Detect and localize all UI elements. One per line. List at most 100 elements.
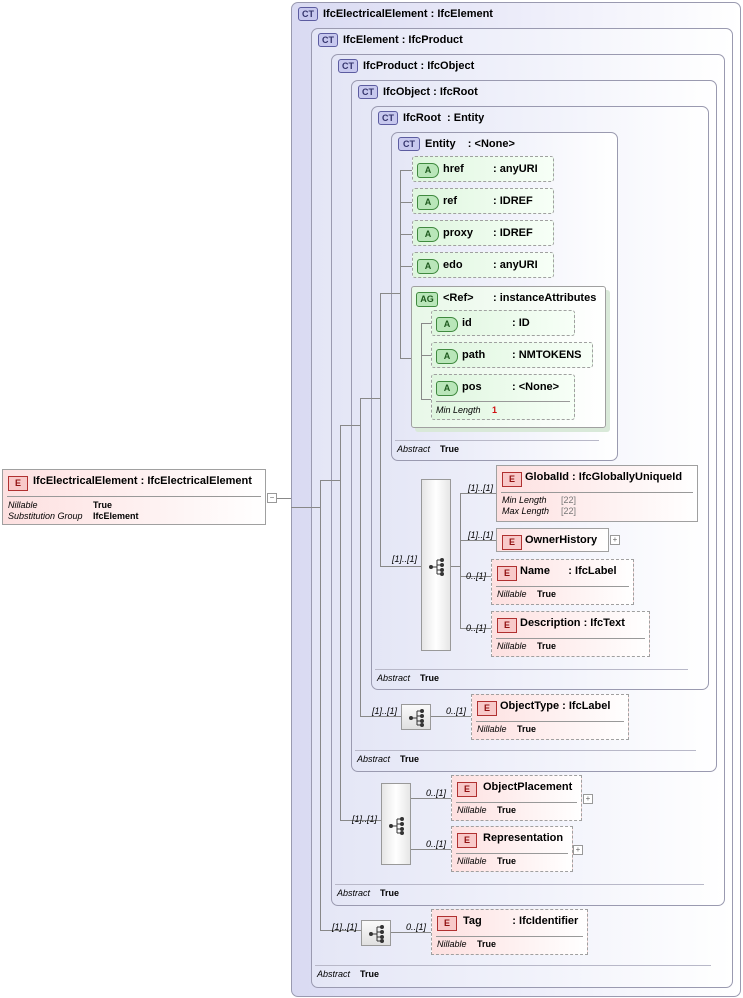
divider — [456, 802, 577, 803]
attribute-proxy[interactable]: A proxy : IDREF — [412, 220, 554, 246]
attribute-badge: A — [417, 227, 439, 242]
connector — [411, 798, 451, 799]
prop-val-nillable: True — [537, 641, 557, 651]
divider — [476, 721, 624, 722]
element-badge: E — [457, 782, 477, 797]
element-tag[interactable]: E Tag : IfcIdentifier Nillable True — [431, 909, 588, 955]
attribute-group-type: : instanceAttributes — [493, 292, 597, 304]
cardinality: [1]..[1] — [352, 814, 378, 824]
cardinality: [1]..[1] — [332, 922, 358, 932]
prop-val-nillable: True — [537, 589, 557, 599]
prop-key-nillable: Nillable — [477, 724, 507, 734]
connector — [400, 234, 412, 235]
element-ownerhistory[interactable]: E OwnerHistory — [496, 528, 609, 552]
connector — [400, 358, 411, 359]
sequence-icon — [409, 709, 424, 727]
prop-key-nillable: Nillable — [8, 500, 38, 510]
connector — [340, 425, 341, 820]
element-title: Description : IfcText — [520, 617, 625, 629]
facet-val-min-length: [22] — [561, 495, 577, 505]
expand-icon[interactable]: + — [610, 535, 620, 545]
ifcelement-abstract-key: Abstract — [317, 969, 351, 979]
ct-badge: CT — [318, 33, 338, 47]
prop-val-nillable: True — [497, 856, 517, 866]
facet-val-min-length: 1 — [492, 405, 498, 415]
ct-badge: CT — [378, 111, 398, 125]
ifcobject-abstract-val: True — [400, 754, 420, 764]
attribute-path[interactable]: A path : NMTOKENS — [431, 342, 593, 368]
connector — [277, 498, 291, 499]
attribute-badge: A — [417, 163, 439, 178]
element-badge: E — [497, 566, 517, 581]
ct-badge: CT — [338, 59, 358, 73]
connector — [360, 716, 401, 717]
element-badge: E — [8, 476, 28, 491]
element-title: Tag : IfcIdentifier — [463, 915, 579, 927]
prop-val-nillable: True — [477, 939, 497, 949]
connector — [460, 540, 496, 541]
element-badge: E — [502, 472, 522, 487]
element-badge: E — [497, 618, 517, 633]
divider — [436, 936, 583, 937]
element-name: OwnerHistory — [525, 534, 598, 546]
prop-val-nillable: True — [517, 724, 537, 734]
collapse-icon[interactable]: − — [267, 493, 277, 503]
attribute-badge: A — [436, 317, 458, 332]
ifcroot-abstract-val: True — [420, 673, 440, 683]
element-badge: E — [457, 833, 477, 848]
divider — [7, 496, 261, 497]
element-name: Representation — [483, 832, 564, 844]
attribute-id[interactable]: A id : ID — [431, 310, 575, 336]
divider — [395, 440, 599, 441]
sequence-icon — [369, 925, 384, 943]
attribute-badge: A — [436, 381, 458, 396]
ct-badge: CT — [298, 7, 318, 21]
element-objectplacement[interactable]: E ObjectPlacement Nillable True — [451, 775, 582, 821]
element-globalid[interactable]: E GlobalId : IfcGloballyUniqueId Min Len… — [496, 465, 698, 522]
prop-val-nillable: True — [497, 805, 517, 815]
entity-abstract-key: Abstract — [397, 444, 431, 454]
element-name[interactable]: E Name : IfcLabel Nillable True — [491, 559, 634, 605]
prop-val-nillable: True — [93, 500, 113, 510]
connector — [380, 293, 381, 566]
sequence-compositor[interactable] — [381, 783, 411, 865]
attribute-href[interactable]: A href : anyURI — [412, 156, 554, 182]
cardinality: [1]..[1] — [372, 706, 398, 716]
sequence-icon — [429, 558, 444, 576]
attribute-group-name: <Ref> — [443, 292, 474, 304]
ct-badge: CT — [398, 137, 420, 151]
cardinality: [1]..[1] — [392, 554, 418, 564]
element-objecttype[interactable]: E ObjectType : IfcLabel Nillable True — [471, 694, 629, 740]
root-element-ifcelectricalelement[interactable]: E IfcElectricalElement : IfcElectricalEl… — [2, 469, 266, 525]
connector — [360, 398, 361, 716]
element-description[interactable]: E Description : IfcText Nillable True — [491, 611, 650, 657]
connector — [320, 930, 361, 931]
cardinality: 0..[1] — [426, 788, 447, 798]
connector — [431, 716, 471, 717]
connector — [400, 170, 412, 171]
sequence-compositor[interactable] — [361, 920, 391, 946]
attribute-edo[interactable]: A edo : anyURI — [412, 252, 554, 278]
connector — [421, 355, 431, 356]
connector — [320, 480, 321, 930]
facet-key-min-length: Min Length — [502, 495, 547, 505]
expand-icon[interactable]: + — [583, 794, 593, 804]
connector — [421, 323, 422, 399]
attribute-name: href — [443, 163, 464, 175]
divider — [335, 884, 704, 885]
sequence-compositor[interactable] — [401, 704, 431, 730]
prop-key-substitution-group: Substitution Group — [8, 511, 83, 521]
expand-icon[interactable]: + — [573, 845, 583, 855]
attribute-ref[interactable]: A ref : IDREF — [412, 188, 554, 214]
connector — [340, 425, 360, 426]
attribute-type: : ID — [512, 317, 530, 329]
sequence-compositor[interactable] — [421, 479, 451, 651]
attribute-pos[interactable]: A pos : <None> Min Length 1 — [431, 374, 575, 420]
facet-val-max-length: [22] — [561, 506, 577, 516]
attribute-name: path — [462, 349, 486, 361]
prop-key-nillable: Nillable — [457, 805, 487, 815]
element-representation[interactable]: E Representation Nillable True — [451, 826, 573, 872]
connector — [380, 566, 421, 567]
